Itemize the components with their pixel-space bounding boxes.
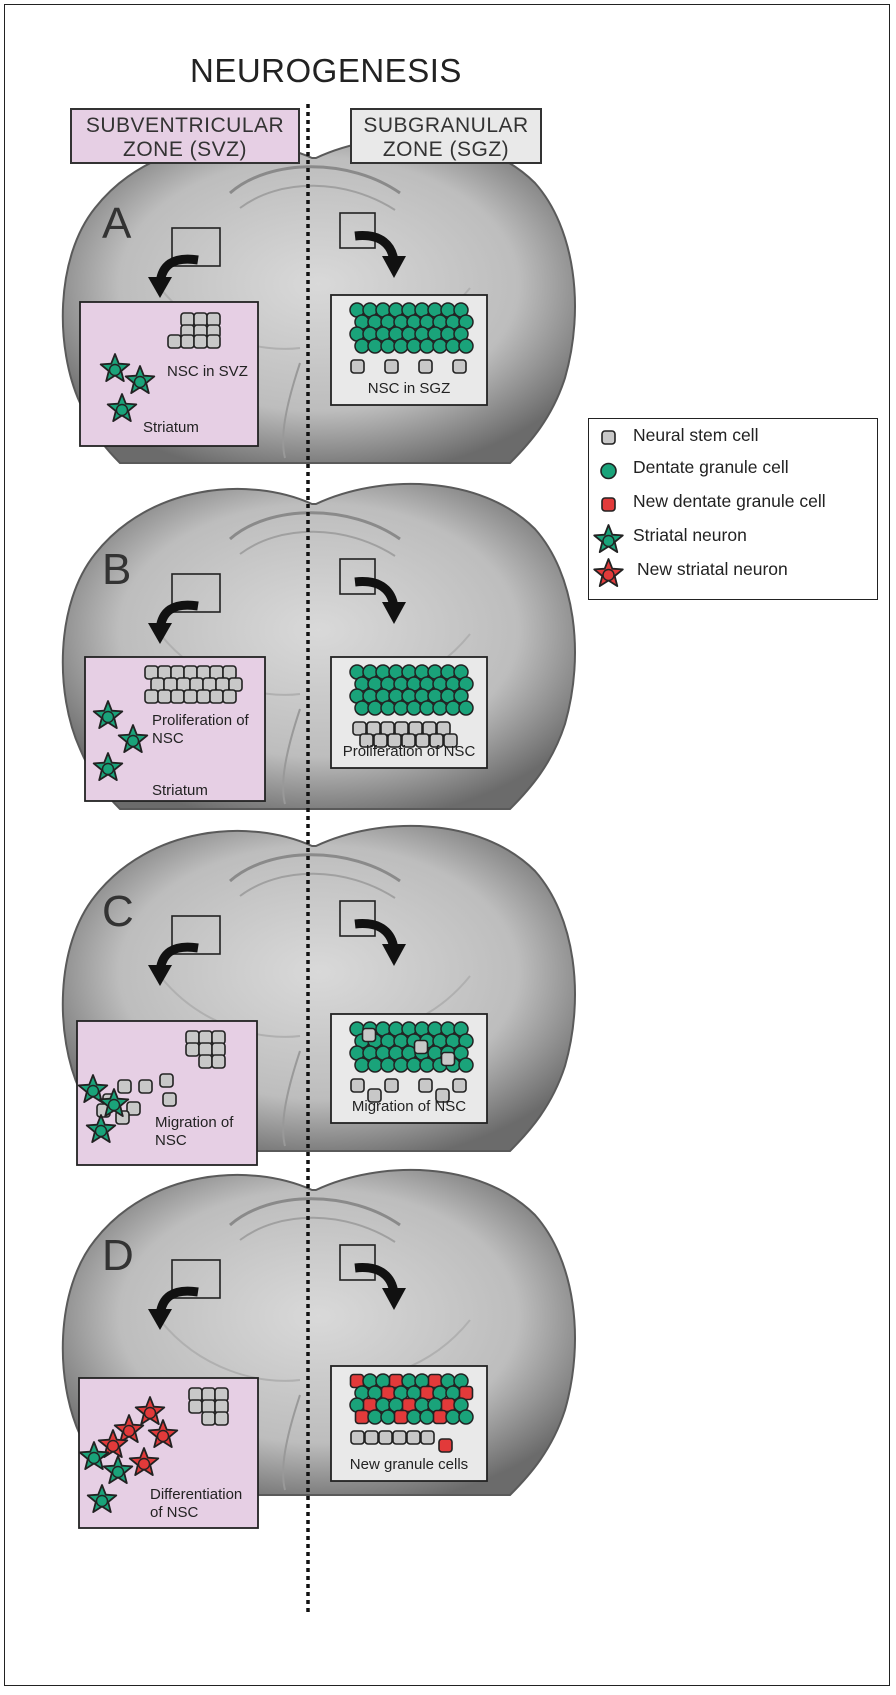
legend-new-granule-cell-icon — [602, 498, 615, 511]
legend-granule-cell-icon — [601, 464, 616, 479]
legend-label-new-granule-cell: New dentate granule cell — [633, 491, 826, 512]
legend-new-striatal-neuron-icon — [594, 559, 623, 586]
svz-header: SUBVENTRICULAR ZONE (SVZ) — [70, 108, 300, 164]
svz-header-line1: SUBVENTRICULAR — [72, 114, 298, 138]
sgz-header-line2: ZONE (SGZ) — [352, 138, 540, 162]
figure-title: NEUROGENESIS — [190, 52, 450, 90]
sgz-header: SUBGRANULAR ZONE (SGZ) — [350, 108, 542, 164]
legend-stem-cell-icon — [602, 431, 615, 444]
legend-striatal-neuron-icon — [594, 525, 623, 552]
svz-header-line2: ZONE (SVZ) — [72, 138, 298, 162]
legend-new-striatal-neuron-star-body — [603, 570, 614, 581]
legend-symbols — [589, 419, 629, 601]
legend-label-granule-cell: Dentate granule cell — [633, 457, 789, 478]
legend: Neural stem cell Dentate granule cell Ne… — [588, 418, 878, 600]
legend-label-new-striatal-neuron: New striatal neuron — [637, 559, 788, 580]
legend-label-striatal-neuron: Striatal neuron — [633, 525, 747, 546]
legend-striatal-neuron-star-body — [603, 536, 614, 547]
sgz-header-line1: SUBGRANULAR — [352, 114, 540, 138]
legend-label-stem-cell: Neural stem cell — [633, 425, 758, 446]
figure-frame — [4, 4, 890, 1686]
